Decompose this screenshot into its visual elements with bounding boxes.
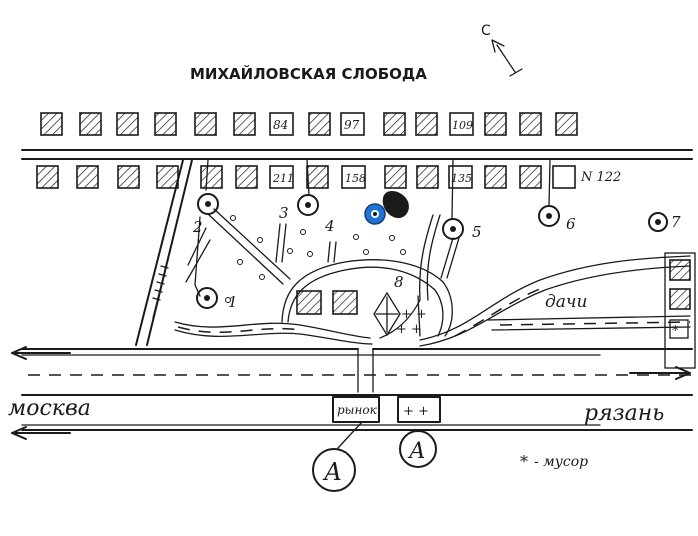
house xyxy=(669,259,691,281)
house-number: 97 xyxy=(344,118,360,132)
house xyxy=(296,290,322,315)
bus-stop-label: А xyxy=(322,458,342,486)
highway xyxy=(21,348,693,431)
house xyxy=(449,112,474,136)
dacha-houses xyxy=(664,252,696,369)
house xyxy=(519,165,542,189)
house xyxy=(36,165,59,189)
fence xyxy=(417,295,421,337)
house xyxy=(552,165,576,189)
house xyxy=(669,288,691,310)
village-lane xyxy=(174,255,691,347)
north-arrow-icon xyxy=(491,39,523,77)
house xyxy=(154,112,177,136)
point-label: 6 xyxy=(566,215,576,233)
arrow-left-icon xyxy=(11,346,71,440)
direction-ryazan: рязань xyxy=(584,401,664,426)
house xyxy=(519,112,542,136)
point-label: 7 xyxy=(671,213,681,231)
house xyxy=(340,112,365,136)
location-marker-icon xyxy=(364,203,386,225)
point-label: 8 xyxy=(394,273,404,291)
church-icon xyxy=(373,291,401,337)
arrow-right-icon xyxy=(629,366,691,380)
house-number: 211 xyxy=(272,172,294,185)
side-road xyxy=(135,159,193,346)
house xyxy=(117,165,140,189)
house-number: 109 xyxy=(452,119,473,132)
bus-stop-label: А xyxy=(407,439,426,464)
house xyxy=(308,112,331,136)
house xyxy=(194,112,217,136)
market-building xyxy=(332,396,380,423)
map-title: МИХАЙЛОВСКАЯ СЛОБОДА xyxy=(190,64,427,83)
house xyxy=(269,165,294,189)
house xyxy=(383,112,406,136)
trash-marker-icon: * xyxy=(672,324,679,339)
bus-stop-marker xyxy=(399,430,437,468)
dachas-label: дачи xyxy=(545,292,587,312)
house xyxy=(384,165,407,189)
point-label: 3 xyxy=(279,204,289,222)
house xyxy=(306,165,329,189)
house xyxy=(200,165,223,189)
house-number: 158 xyxy=(345,172,366,185)
legend-trash-label: - мусор xyxy=(534,454,588,470)
house xyxy=(332,290,358,315)
house xyxy=(416,165,439,189)
house xyxy=(156,165,179,189)
pond-icon xyxy=(382,191,409,219)
point-label: 4 xyxy=(324,217,335,235)
house xyxy=(448,165,473,189)
house xyxy=(269,112,294,136)
house xyxy=(555,112,578,136)
house xyxy=(40,112,63,136)
graves-icon: + + xyxy=(401,307,427,322)
point-markers xyxy=(196,159,668,309)
house xyxy=(233,112,256,136)
cemetery-plot xyxy=(397,396,441,423)
plot-number: N 122 xyxy=(580,170,621,185)
pointer-line xyxy=(337,421,363,449)
tree-dots xyxy=(225,215,406,303)
house xyxy=(484,112,507,136)
graves-icon: + + xyxy=(396,322,422,337)
house xyxy=(235,165,258,189)
bus-stop-marker xyxy=(312,448,356,492)
point-label: 1 xyxy=(228,293,238,311)
meadow-outline xyxy=(281,259,453,337)
house xyxy=(341,165,366,189)
direction-moscow: москва xyxy=(8,396,91,421)
house xyxy=(484,165,507,189)
point-label: 2 xyxy=(192,218,203,236)
village-street xyxy=(21,149,693,160)
graves-icon: + + xyxy=(403,404,429,419)
point-label: 5 xyxy=(472,223,482,241)
market-label: рынок xyxy=(337,403,378,417)
house-number: 135 xyxy=(451,172,472,185)
house xyxy=(79,112,102,136)
house-row-2 xyxy=(36,165,576,189)
house-number: 84 xyxy=(273,118,288,132)
house xyxy=(116,112,139,136)
legend-trash-icon: * xyxy=(520,452,528,471)
house xyxy=(415,112,438,136)
north-label: С xyxy=(481,23,491,39)
house-row-1 xyxy=(40,112,578,136)
house xyxy=(76,165,99,189)
